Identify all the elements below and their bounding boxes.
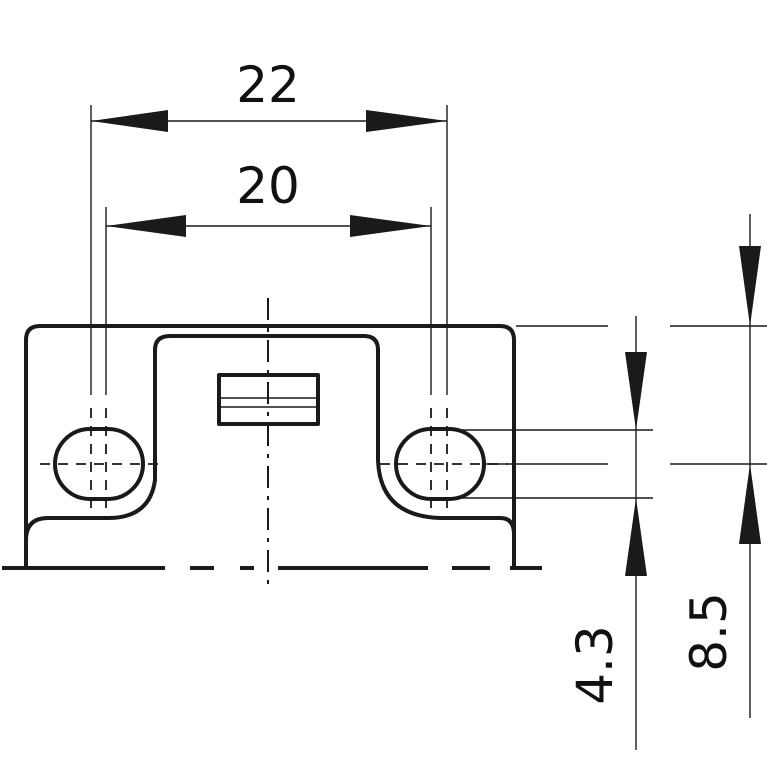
dimension-20-label: 20 [236,157,300,215]
right-slot [394,427,486,501]
dimension-20: 20 [106,157,431,237]
dimension-8-5-label: 8.5 [680,592,738,672]
dimension-22: 22 [91,56,447,132]
extension-lines-top [90,105,448,510]
dimension-4-3: 4.3 [566,316,647,750]
left-slot [53,427,145,501]
dimension-8-5: 8.5 [680,214,761,718]
part-outline [24,324,516,566]
dimension-22-label: 22 [236,56,300,114]
extension-lines-right [462,325,767,499]
dimension-4-3-label: 4.3 [566,625,624,705]
